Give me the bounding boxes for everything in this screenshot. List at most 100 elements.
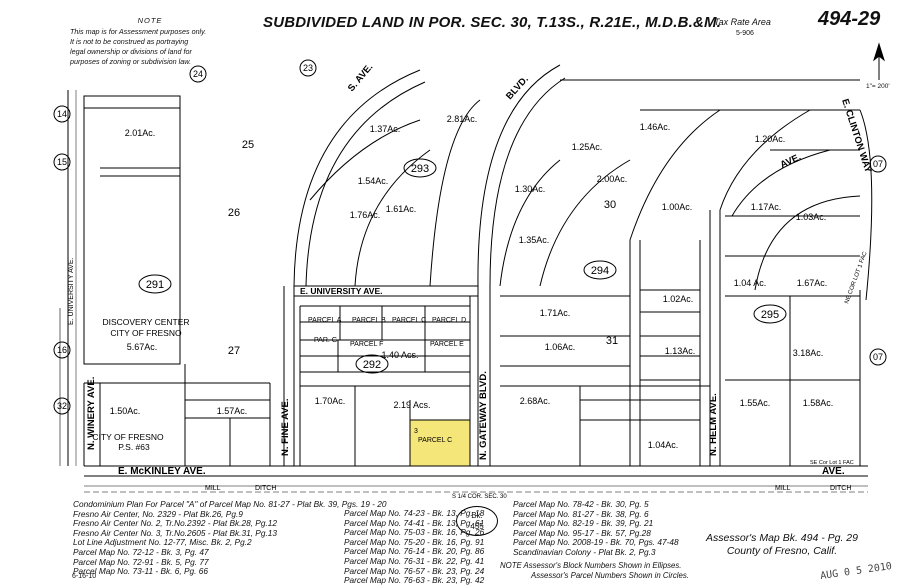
parcel-acres: 1.70Ac. (315, 396, 346, 406)
block-number: 291 (146, 279, 164, 291)
block-number: 292 (363, 359, 381, 371)
section-label: 31 (606, 335, 618, 347)
reference-item: Parcel Map No. 72-91 - Bk. 5, Pg. 77 (73, 556, 209, 567)
section-label: 07 (873, 159, 883, 169)
reference-item: Parcel Map No. 75-20 - Bk. 16, Pg. 91 (344, 536, 485, 547)
parcel-acres: 1.76Ac. (350, 210, 381, 220)
reference-item: Parcel Map No. 74-41 - Bk. 13, Pg. 61 (344, 517, 485, 528)
parcel-acres: 2.00Ac. (597, 174, 628, 184)
block-number: 293 (411, 163, 429, 175)
section-circle (299, 59, 317, 77)
section-label: 16 (57, 345, 67, 355)
parcel-acres: 3.18Ac. (793, 348, 824, 358)
county-title: County of Fresno, Calif. (726, 545, 838, 557)
section-circle (53, 341, 71, 359)
block-ellipse-291 (138, 274, 172, 294)
parcel-acres: 1.03Ac. (796, 212, 827, 222)
parcel-acres: 1.57Ac. (217, 406, 248, 416)
book-ref-value: 455 (470, 522, 484, 531)
parcel-acres: 2.68Ac. (520, 396, 551, 406)
reference-item: Parcel Map No. 76-14 - Bk. 20, Pg. 86 (344, 546, 485, 557)
section-label: 26 (228, 207, 240, 219)
section-label: 14 (57, 109, 67, 119)
ne-corner-label: NE COR LOT 1 FAC (844, 250, 869, 304)
reference-item: Parcel Map No. 75-03 - Bk. 16, Pg. 26 (344, 527, 485, 538)
highlight-num: 3 (414, 428, 418, 435)
reference-item: Fresno Air Center No. 3, Tr.No.2605 - Pl… (73, 527, 277, 538)
assessor-footer: Assessor's Map Bk. 494 - Pg. 29 County o… (706, 532, 858, 558)
parcel-letter: PARCEL D (432, 317, 466, 324)
section-label: 27 (228, 345, 240, 357)
book-page-number: 494-29 (818, 8, 881, 30)
reference-list-2: Parcel Map No. 74-23 - Bk. 13, Pg. 18 Pa… (344, 508, 485, 586)
section-label: 24 (193, 69, 203, 79)
note-parcel-numbers: Assessor's Parcel Numbers Shown in Circl… (531, 571, 689, 580)
quarter-corner-label: S 1/4 COR. SEC. 30 (452, 494, 507, 500)
reference-item: Fresno Air Center, No. 2329 - Plat Bk.26… (73, 508, 243, 519)
parcel-acres: 1.04Ac. (648, 440, 679, 450)
parcel-acres: 5.67Ac. (127, 342, 158, 352)
parcel-acres: 1.40 Acs. (381, 350, 418, 360)
reference-item: Parcel Map No. 73-11 - Bk. 6, Pg. 66 (73, 566, 208, 577)
parcel-letter: PAR. G (314, 337, 337, 344)
assessor-title: Assessor's Map Bk. 494 - Pg. 29 (706, 532, 858, 544)
parcel-acres: 1.30Ac. (515, 184, 546, 194)
parcel-acres: 1.00Ac. (662, 202, 693, 212)
se-corner-label: SE Cor Lot 1 FAC (810, 460, 854, 466)
highlighted-parcel (409, 419, 471, 467)
note-line: legal ownership or divisions of land for (70, 47, 192, 56)
parcel-acres: 1.58Ac. (803, 398, 834, 408)
parcel-acres: 1.54Ac. (358, 176, 389, 186)
section-label: 07 (873, 352, 883, 362)
street-blvd: BLVD. (504, 74, 531, 102)
note-line: purposes of zoning or subdivision law. (70, 57, 192, 66)
parcel-acres: 1.20Ac. (755, 134, 786, 144)
block-number: 294 (591, 265, 609, 277)
parcel-acres: 1.04 Ac. (734, 278, 767, 288)
parcel-acres: 1.46Ac. (640, 122, 671, 132)
section-circle (53, 105, 71, 123)
section-circle (53, 153, 71, 171)
block-ellipse-294 (583, 260, 617, 280)
map-notes: NOTE Assessor's Block Numbers Shown in E… (500, 561, 689, 581)
book-ref-label: Bk. (471, 511, 483, 520)
parcel-acres: 1.61Ac. (386, 204, 417, 214)
section-circle (189, 65, 207, 83)
reference-item: Parcel Map No. 72-12 - Bk. 3, Pg. 47 (73, 546, 209, 557)
tax-rate-area-code: 5-906 (736, 30, 754, 37)
parcel-acres: 1.37Ac. (370, 124, 401, 134)
book-reference-ellipse: Bk. 455 (456, 506, 498, 536)
reference-item: Parcel Map No. 74-23 - Bk. 13, Pg. 18 (344, 508, 485, 518)
section-circle (869, 348, 887, 366)
reference-item: Parcel Map No. 78-42 - Bk. 30, Pg. 5 (513, 499, 649, 509)
street-mckinley: E. McKINLEY AVE. (118, 466, 206, 477)
street-university-v: E. UNIVERSITY AVE. (68, 258, 75, 325)
s-ave-arc-outer (293, 69, 421, 287)
street-gateway: N. GATEWAY BLVD. (478, 371, 489, 460)
parcel-acres: 1.17Ac. (751, 202, 782, 212)
parcel-letter: PARCEL E (430, 341, 464, 348)
parcel-acres: 1.13Ac. (665, 346, 696, 356)
parcel-acres: 1.50Ac. (110, 406, 141, 416)
note-title: NOTE (137, 16, 163, 25)
block-ellipse-295 (753, 304, 787, 324)
street-s-ave: S. AVE. (346, 62, 375, 94)
map-title: SUBDIVIDED LAND IN POR. SEC. 30, T.13S.,… (263, 14, 722, 31)
city-label: CITY OF FRESNO (92, 432, 164, 442)
street-university: E. UNIVERSITY AVE. (300, 286, 383, 296)
reference-item: Lot Line Adjustment No. 12-77, Misc. Bk.… (73, 537, 252, 548)
parcel-acres: 2.19 Acs. (393, 400, 430, 410)
block-ellipse-293 (403, 158, 437, 178)
ps-label: P.S. #63 (118, 442, 150, 452)
parcel-acres: 1.06Ac. (545, 342, 576, 352)
street-clinton: E. CLINTON WAY (839, 98, 873, 175)
ditch-label: MILL (205, 485, 221, 492)
received-stamp: AUG 0 5 2010 (819, 561, 893, 582)
parcel-letter: PARCEL C (392, 317, 426, 324)
city-label: CITY OF FRESNO (110, 328, 182, 338)
reference-item: Parcel Map No. 2008-19 - Bk. 70, Pgs. 47… (513, 537, 679, 548)
section-circle (869, 155, 887, 173)
parcel-acres: 1.25Ac. (572, 142, 603, 152)
street-fine: N. FINE AVE. (280, 398, 291, 456)
parcel-acres: 2.81Ac. (447, 114, 478, 124)
